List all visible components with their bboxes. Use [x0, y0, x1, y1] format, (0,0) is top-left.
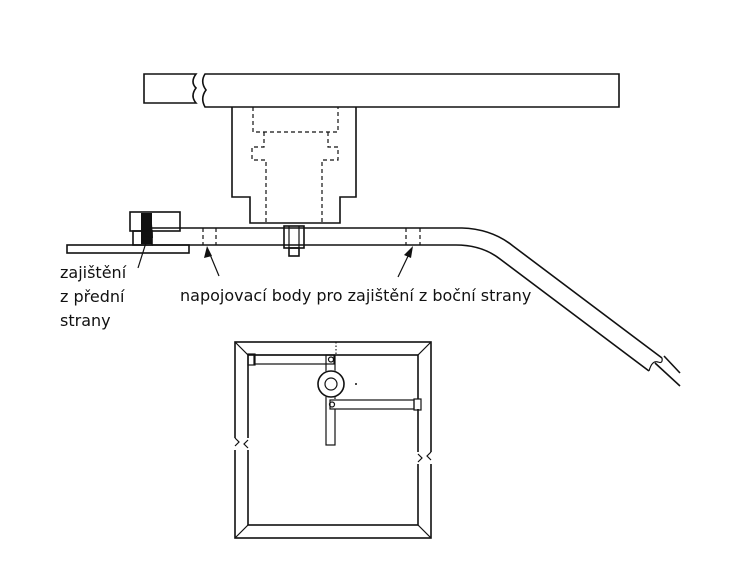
front-lock-label-line1: zajištění — [60, 263, 127, 282]
bottom-rail — [152, 227, 681, 387]
frame-corners — [234, 341, 432, 539]
lower-bar — [328, 398, 422, 411]
side-lock-points-label: napojovací body pro zajištění z boční st… — [180, 286, 531, 305]
mounting-block — [231, 107, 357, 224]
bolt — [283, 225, 305, 257]
base-plate — [66, 244, 190, 254]
front-lock-label-line3: strany — [60, 311, 111, 330]
frame-breaks — [231, 437, 435, 464]
round-hub — [317, 370, 345, 398]
top-plank — [143, 73, 620, 108]
side-view — [66, 73, 681, 387]
upper-bar — [247, 353, 335, 366]
top-view — [231, 341, 435, 539]
front-lock-label-line2: z přední — [60, 287, 125, 306]
leader-arrows — [137, 224, 413, 278]
reference-dot — [355, 383, 357, 385]
